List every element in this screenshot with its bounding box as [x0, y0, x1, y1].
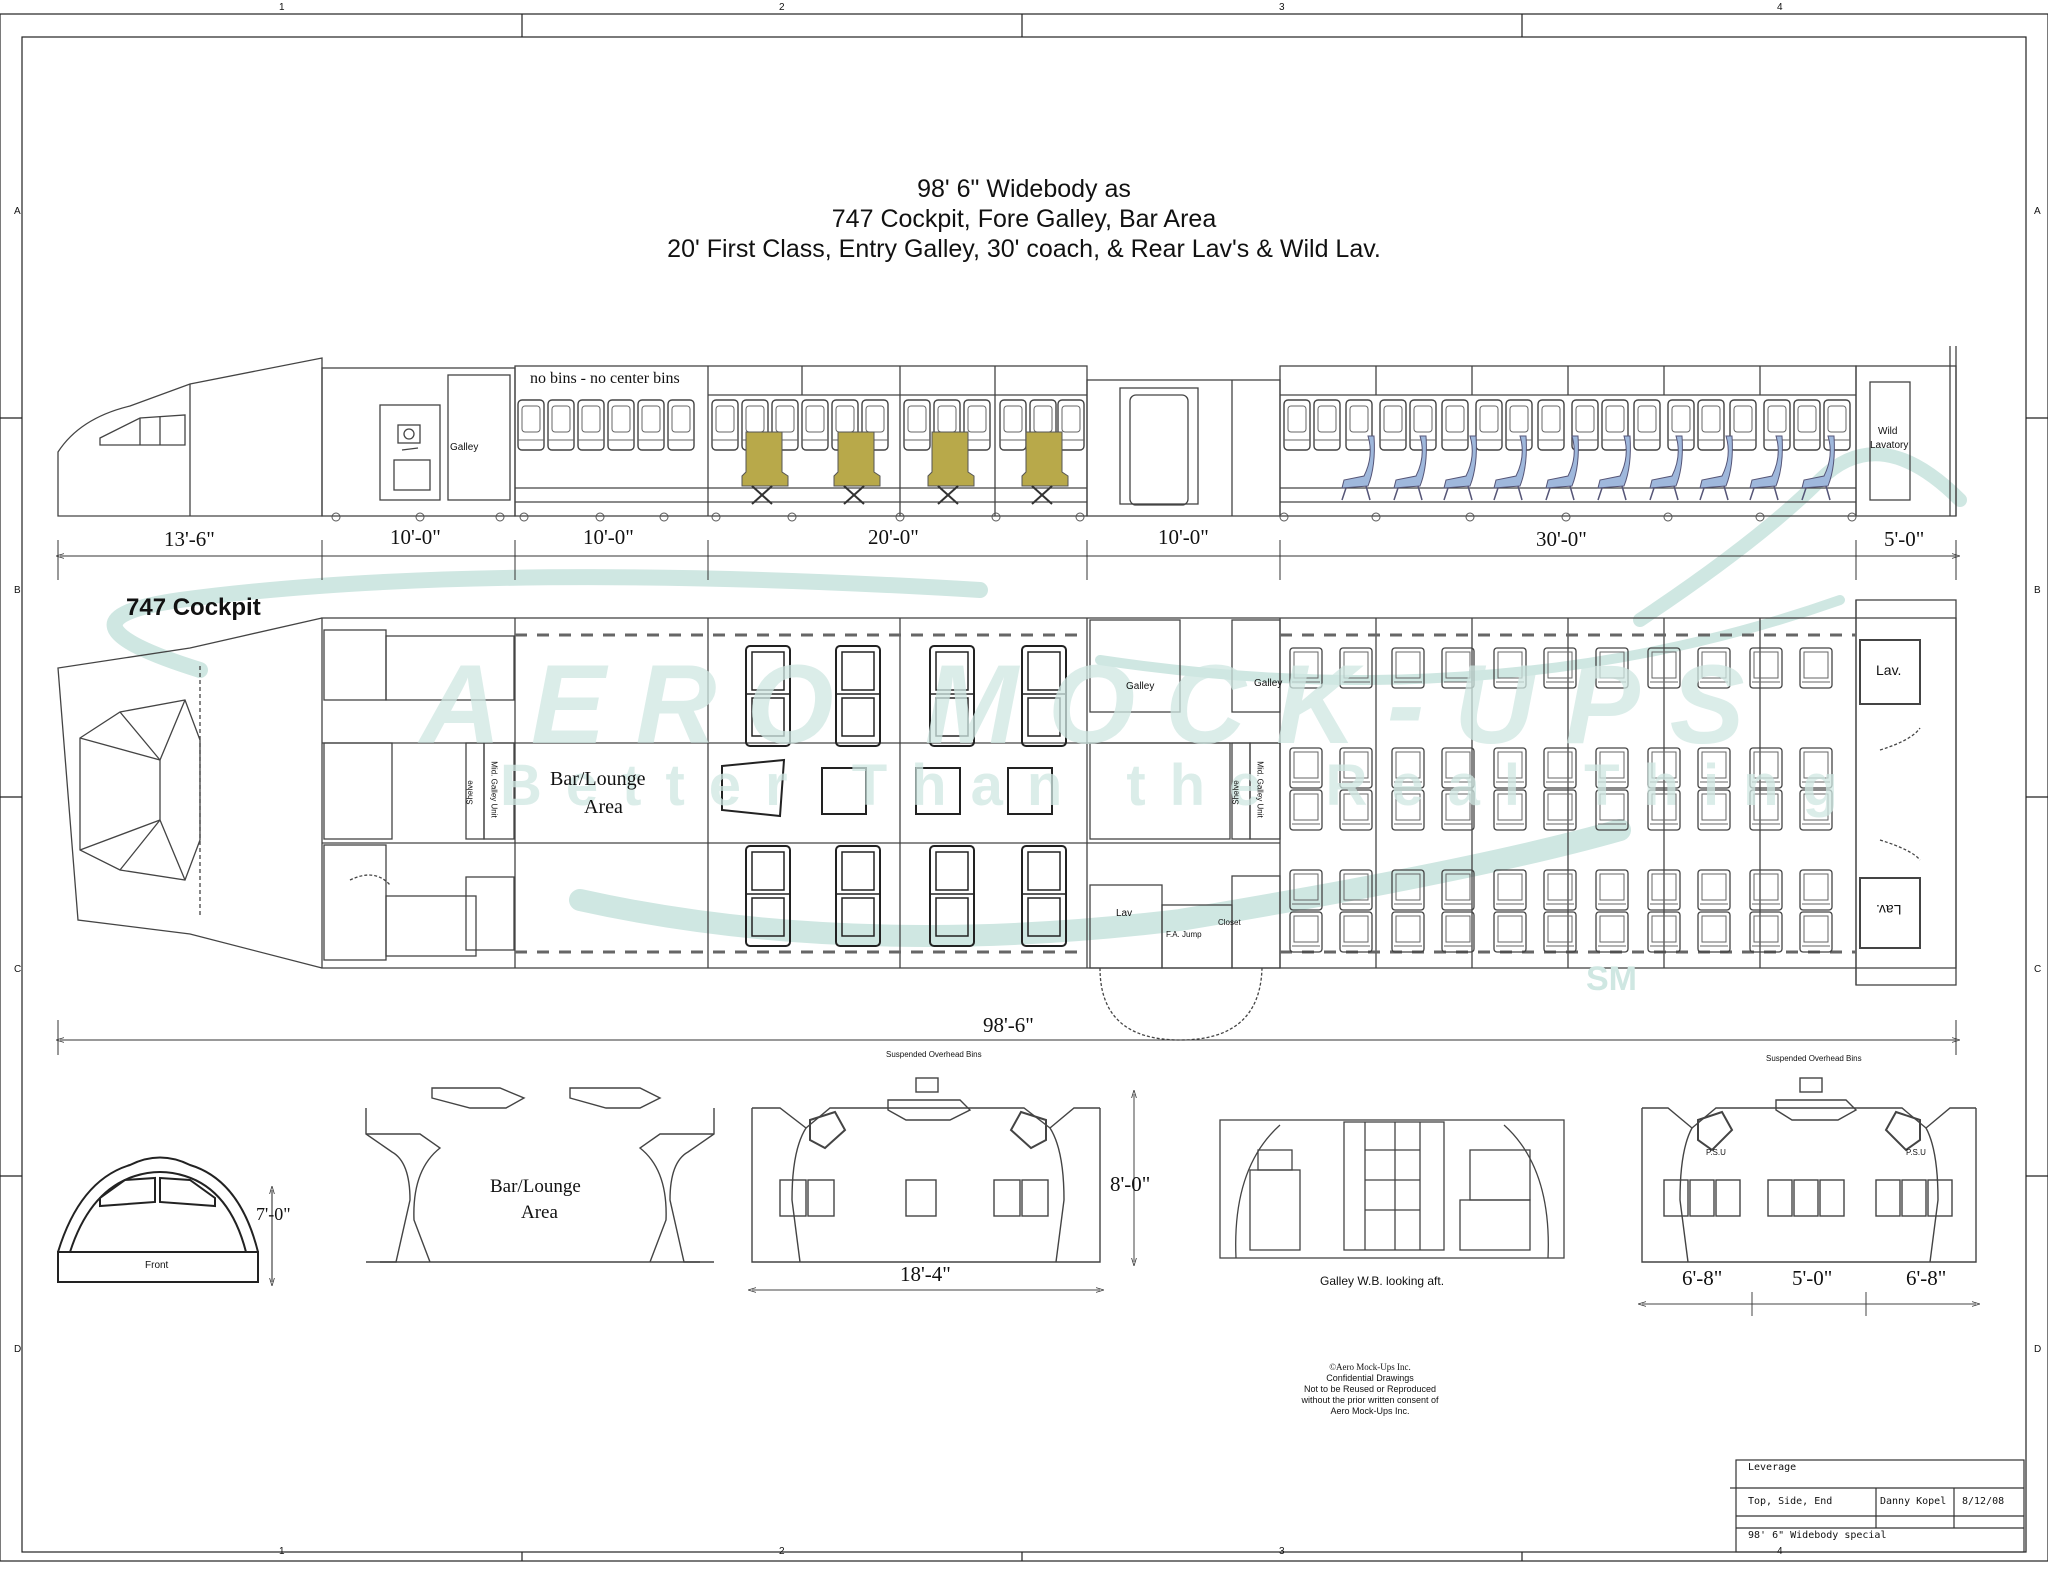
- psu-label-1: P.S.U: [1706, 1148, 1726, 1157]
- lav-front-label: Lav: [1116, 908, 1133, 919]
- galley-section-caption: Galley W.B. looking aft.: [1320, 1274, 1445, 1288]
- sheet-border: [0, 13, 2048, 1562]
- bar-section-label-1: Bar/Lounge: [490, 1176, 581, 1197]
- title-block: [1730, 1459, 2025, 1553]
- entry-galley-label-2: Galley: [1254, 678, 1283, 689]
- cockpit-front-section: [57, 1156, 272, 1283]
- watermark-brand: AERO MOCK-UPS: [420, 642, 1775, 767]
- title-line-1: 98' 6" Widebody as: [917, 175, 1131, 203]
- fore-galley-label: Galley: [450, 442, 479, 453]
- dim-fore-galley: 10'-0": [390, 525, 441, 549]
- cockpit-height-label: 7'-0": [256, 1204, 291, 1224]
- notice-line-1: ©Aero Mock-Ups Inc.: [1329, 1362, 1411, 1372]
- coach-seats-side: [1341, 435, 1836, 501]
- grid-col-2-bottom: 2: [779, 1546, 785, 1557]
- dim-entry-galley: 10'-0": [1158, 525, 1209, 549]
- overall-dimension-line: [58, 1020, 1956, 1055]
- watermark-tagline: Better Than the Real Thing: [500, 753, 1862, 818]
- grid-col-2: 2: [779, 2, 785, 13]
- watermark-service-mark: SM: [1586, 960, 1637, 998]
- notice-line-3: Not to be Reused or Reproduced: [1303, 1384, 1437, 1394]
- grid-col-1-bottom: 1: [279, 1546, 285, 1557]
- psu-label-2: P.S.U: [1906, 1148, 1926, 1157]
- title-block-drawing-name: 98' 6" Widebody special: [1748, 1530, 1887, 1541]
- title-line-2: 747 Cockpit, Fore Galley, Bar Area: [831, 205, 1217, 233]
- grid-col-4: 4: [1777, 2, 1783, 13]
- wild-lav-label-2: Lavatory: [1870, 440, 1909, 451]
- dim-first-class: 20'-0": [868, 525, 919, 549]
- grid-col-3-bottom: 3: [1279, 1546, 1285, 1557]
- bins-note-first: Suspended Overhead Bins: [886, 1050, 982, 1059]
- notice-line-4: without the prior written consent of: [1301, 1395, 1439, 1405]
- title-line-3: 20' First Class, Entry Galley, 30' coach…: [667, 235, 1381, 263]
- bar-lounge-label-1: Bar/Lounge: [550, 768, 646, 790]
- title-block-drawn-by: Danny Kopel: [1880, 1496, 1947, 1507]
- shelve-label-2: Shelve: [1231, 780, 1241, 805]
- grid-row-d: D: [14, 1344, 22, 1355]
- bar-section-label-2: Area: [521, 1202, 558, 1223]
- grid-col-3: 3: [1279, 2, 1285, 13]
- side-view-dimension-line: [58, 540, 1956, 580]
- fa-jump-label: F.A. Jump: [1166, 930, 1202, 939]
- copyright-notice: ©Aero Mock-Ups Inc. Confidential Drawing…: [1220, 1362, 1520, 1417]
- entry-galley-label-1: Galley: [1126, 681, 1155, 692]
- first-class-seats-top: [721, 645, 1067, 947]
- coach-dim-3: 6'-8": [1906, 1266, 1947, 1290]
- overall-length-label: 98'-6": [983, 1013, 1034, 1037]
- mid-galley-label-2: Mid. Galley Unit: [1255, 761, 1265, 818]
- grid-row-a: A: [14, 206, 21, 217]
- grid-row-c-right: C: [2034, 964, 2042, 975]
- cockpit-front-label: Front: [145, 1260, 169, 1271]
- coach-dim-2: 5'-0": [1792, 1266, 1833, 1290]
- first-section-height: 8'-0": [1110, 1172, 1151, 1196]
- first-section-width: 18'-4": [900, 1262, 951, 1286]
- notice-line-2: Confidential Drawings: [1326, 1373, 1414, 1383]
- closet-label: Closet: [1218, 918, 1241, 927]
- side-view: [57, 346, 1957, 517]
- grid-row-b-right: B: [2034, 585, 2041, 596]
- dim-bar-area: 10'-0": [583, 525, 634, 549]
- shelve-label-1: Shelve: [465, 780, 475, 805]
- notice-line-5: Aero Mock-Ups Inc.: [1330, 1406, 1410, 1416]
- first-class-section: [752, 1077, 1134, 1290]
- galley-section: [1219, 1119, 1565, 1259]
- rear-lav-label-1: Lav.: [1876, 662, 1902, 678]
- grid-row-a-right: A: [2034, 206, 2041, 217]
- first-class-seats-side: [741, 431, 1069, 505]
- title-block-view: Top, Side, End: [1748, 1496, 1833, 1507]
- grid-col-4-bottom: 4: [1777, 1546, 1783, 1557]
- side-view-seatbacks: [517, 399, 1851, 451]
- grid-row-d-right: D: [2034, 1344, 2042, 1355]
- dim-cockpit: 13'-6": [164, 527, 215, 551]
- grid-row-c: C: [14, 964, 22, 975]
- title-block-date: 8/12/08: [1962, 1496, 2005, 1507]
- rear-lav-label-2: Lav.: [1876, 902, 1902, 918]
- coach-section: [1642, 1077, 1976, 1316]
- bar-lounge-section: [365, 1087, 715, 1263]
- mid-galley-label-1: Mid. Galley Unit: [489, 761, 499, 818]
- grid-col-1: 1: [279, 2, 285, 13]
- bar-lounge-label-2: Area: [584, 796, 623, 818]
- top-view: [57, 599, 1957, 1041]
- dim-wild-lav: 5'-0": [1884, 527, 1925, 551]
- cockpit-heading: 747 Cockpit: [126, 594, 261, 621]
- bins-note: no bins - no center bins: [530, 370, 680, 387]
- wild-lav-label-1: Wild: [1878, 426, 1898, 437]
- side-view-wheels: [331, 512, 1857, 522]
- bins-note-coach: Suspended Overhead Bins: [1766, 1054, 1862, 1063]
- coach-dim-1: 6'-8": [1682, 1266, 1723, 1290]
- dim-coach: 30'-0": [1536, 527, 1587, 551]
- grid-row-b: B: [14, 585, 21, 596]
- title-block-project: Leverage: [1748, 1462, 1797, 1473]
